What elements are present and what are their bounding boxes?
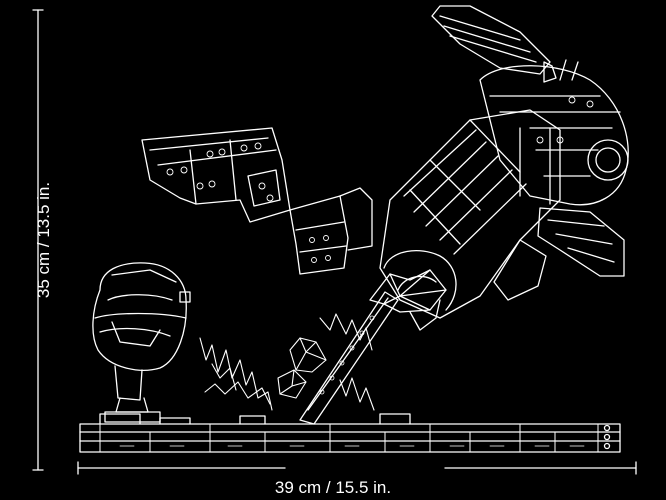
height-dimension-label: 35 cm / 13.5 in.	[34, 181, 53, 299]
lance-shaft	[299, 269, 447, 425]
width-dimension-line	[77, 461, 637, 475]
display-base	[79, 413, 621, 453]
height-dimension-line	[32, 9, 44, 471]
creature-body	[379, 5, 629, 319]
helmet-figure	[92, 262, 191, 423]
height-dimension-label-wrap: 35 cm / 13.5 in.	[30, 90, 54, 390]
crystal-spikes	[199, 313, 375, 411]
width-dimension-label: 39 cm / 15.5 in.	[274, 478, 392, 497]
claw-assembly	[141, 127, 373, 275]
